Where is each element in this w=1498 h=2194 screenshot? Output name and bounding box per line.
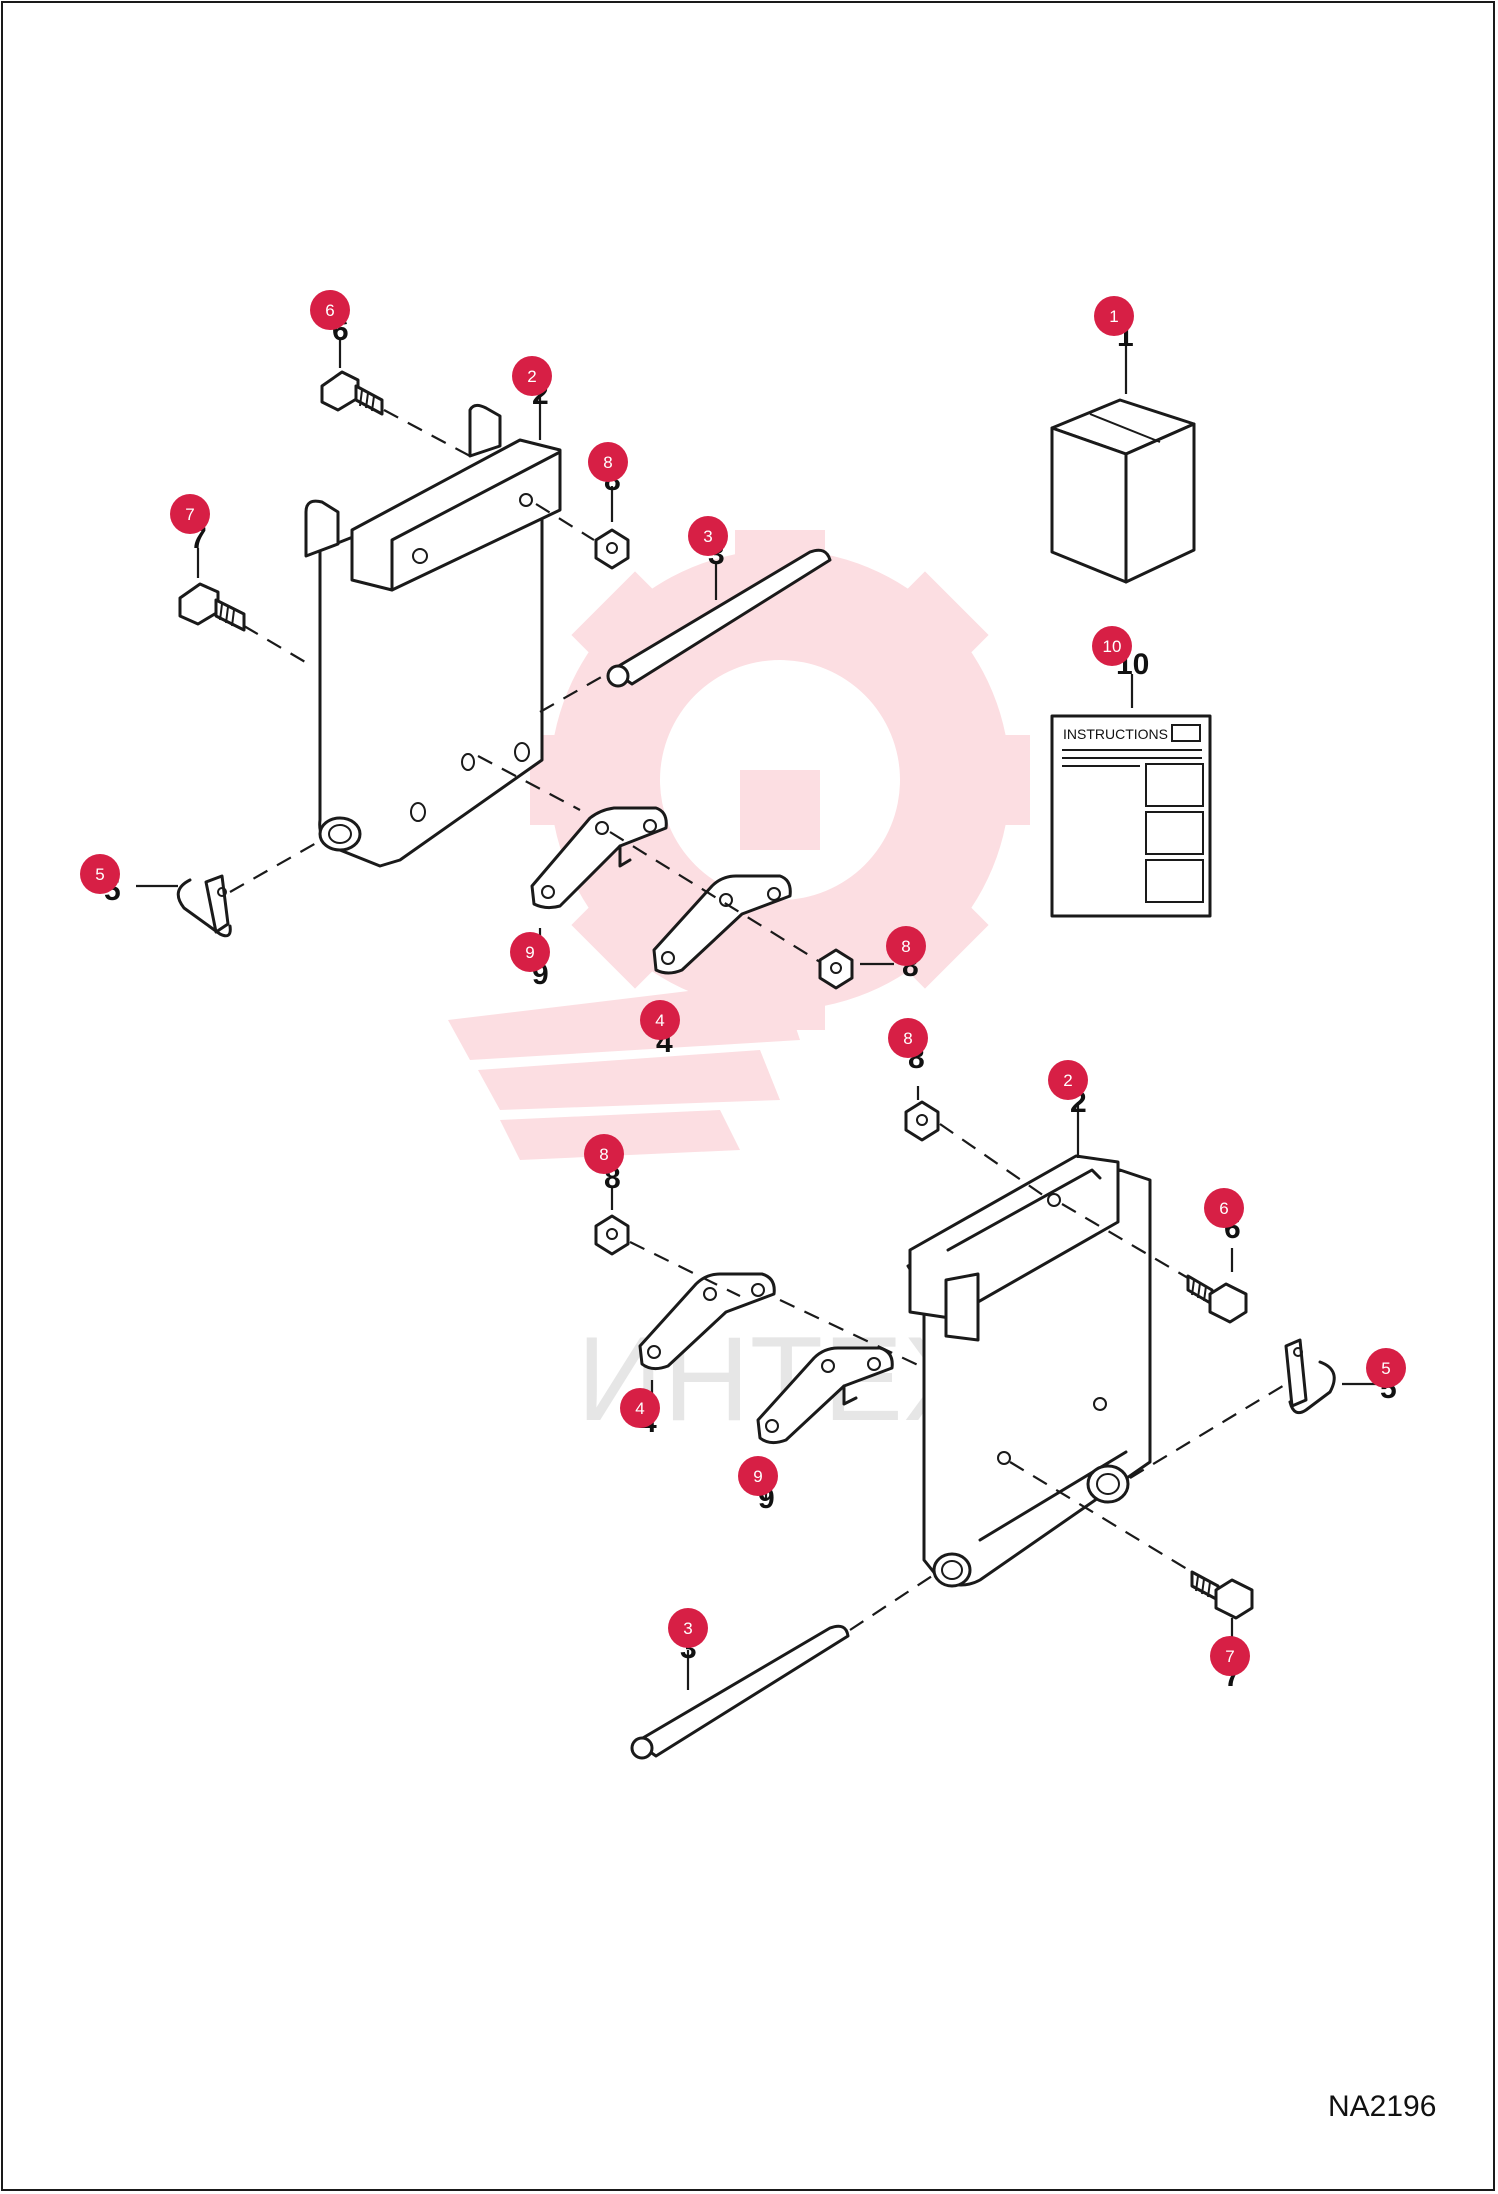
callout-badge-2-upper[interactable]: 2: [512, 356, 552, 396]
svg-text:4: 4: [635, 1399, 644, 1418]
lower-link-plate-4: [638, 1272, 776, 1371]
upper-link-plate-4: [652, 874, 792, 975]
upper-pin-3: [606, 548, 832, 688]
svg-text:6: 6: [1219, 1199, 1228, 1218]
svg-text:8: 8: [603, 453, 612, 472]
svg-text:8: 8: [903, 1029, 912, 1048]
lower-bolt-6: [1186, 1274, 1248, 1324]
lower-bolt-7: [1190, 1570, 1254, 1620]
svg-text:3: 3: [683, 1619, 692, 1638]
callout-badge-10[interactable]: 10: [1092, 626, 1132, 666]
upper-bolt-6: [320, 370, 384, 416]
callout-badge-5-lower[interactable]: 5: [1366, 1348, 1406, 1388]
callout-badge-9-upper[interactable]: 9: [510, 932, 550, 972]
upper-nut-8: [594, 528, 630, 570]
callout-badge-7-upper[interactable]: 7: [170, 494, 210, 534]
svg-text:5: 5: [95, 865, 104, 884]
svg-text:7: 7: [1225, 1647, 1234, 1666]
callout-badge-3-lower[interactable]: 3: [668, 1608, 708, 1648]
callout-badge-5-upper[interactable]: 5: [80, 854, 120, 894]
figure-reference-code: NA2196: [1328, 2090, 1436, 2123]
upper-bolt-7: [178, 582, 246, 632]
callout-badge-8-lower-left[interactable]: 8: [584, 1134, 624, 1174]
svg-text:6: 6: [325, 301, 334, 320]
callout-badge-8-lower-right[interactable]: 8: [888, 1018, 928, 1058]
svg-text:10: 10: [1103, 637, 1122, 656]
callout-badge-4-upper[interactable]: 4: [640, 1000, 680, 1040]
callout-badge-1[interactable]: 1: [1094, 296, 1134, 336]
svg-text:1: 1: [1109, 307, 1118, 326]
upper-lynch-pin-5: [176, 874, 232, 938]
lower-pin-3: [630, 1624, 850, 1760]
svg-text:4: 4: [655, 1011, 664, 1030]
assembly-lines: [229, 409, 1287, 1631]
callout-badge-7-lower[interactable]: 7: [1210, 1636, 1250, 1676]
callout-badge-6-lower[interactable]: 6: [1204, 1188, 1244, 1228]
lower-nut-8-left: [594, 1214, 630, 1256]
lower-nut-8-right: [904, 1100, 940, 1142]
callout-badges: 1 2 2 3 3 4 4 5 5 6 6 7 7 8 8 8 8 9 9 10: [80, 290, 1406, 1676]
upper-mount-bracket: [304, 403, 562, 868]
mid-nut-8: [818, 948, 854, 990]
box-kit: [1050, 398, 1196, 584]
svg-text:3: 3: [703, 527, 712, 546]
lower-link-plate-9: [756, 1346, 894, 1445]
upper-link-plate-9: [530, 806, 668, 910]
lower-lynch-pin-5: [1284, 1338, 1336, 1415]
callout-badge-4-lower[interactable]: 4: [620, 1388, 660, 1428]
svg-text:2: 2: [1063, 1071, 1072, 1090]
callout-badge-6-upper[interactable]: 6: [310, 290, 350, 330]
callout-badge-3-upper[interactable]: 3: [688, 516, 728, 556]
callout-badge-8-mid[interactable]: 8: [886, 926, 926, 966]
instruction-sheet: INSTRUCTIONS: [1050, 714, 1212, 918]
svg-text:2: 2: [527, 367, 536, 386]
callout-badge-9-lower[interactable]: 9: [738, 1456, 778, 1496]
callout-badge-2-lower[interactable]: 2: [1048, 1060, 1088, 1100]
svg-text:9: 9: [525, 943, 534, 962]
callout-badge-8-upper[interactable]: 8: [588, 442, 628, 482]
svg-text:5: 5: [1381, 1359, 1390, 1378]
lower-mount-bracket: [906, 1154, 1152, 1588]
watermark-logo: [448, 530, 1030, 1160]
svg-text:8: 8: [901, 937, 910, 956]
svg-text:9: 9: [753, 1467, 762, 1486]
instruction-sheet-title: INSTRUCTIONS: [1063, 726, 1168, 742]
svg-text:8: 8: [599, 1145, 608, 1164]
svg-text:7: 7: [185, 505, 194, 524]
